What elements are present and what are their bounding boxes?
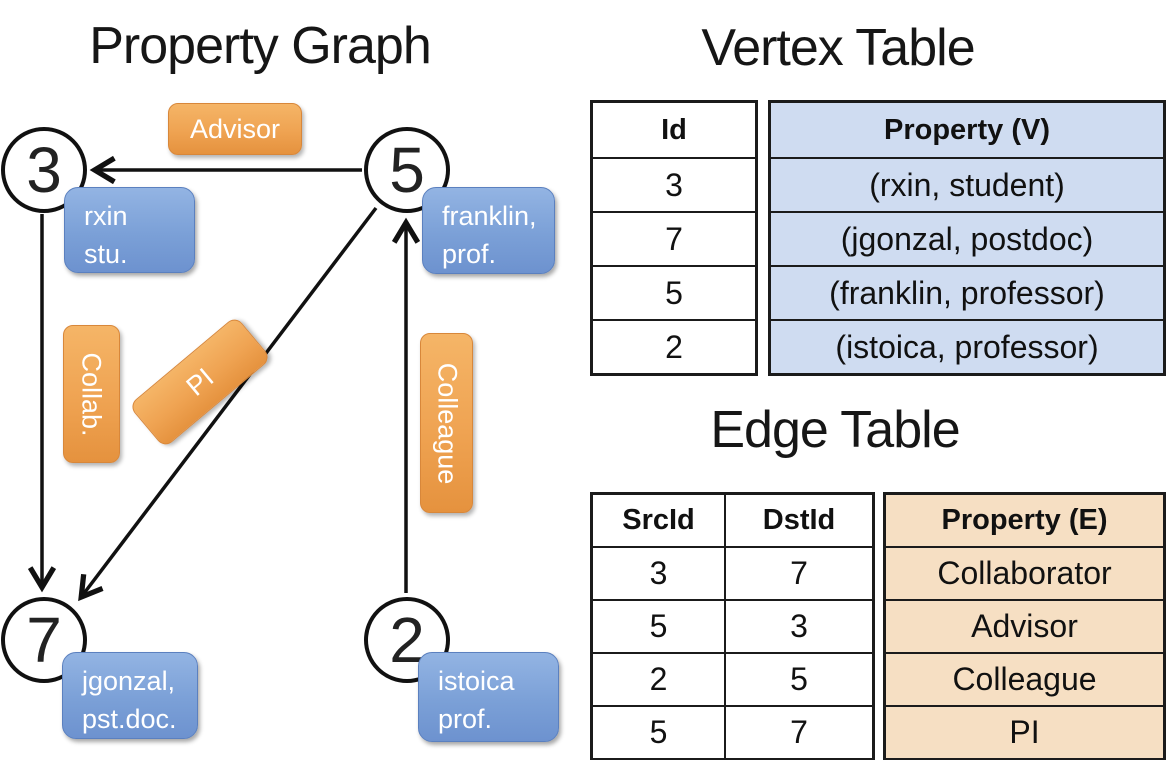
table-cell: Advisor — [886, 599, 1163, 652]
vertex-property-line: rxin — [84, 201, 128, 231]
vertex-property-line: jgonzal, — [82, 666, 176, 696]
table-cell: (franklin, professor) — [771, 265, 1163, 319]
edge-table-id-columns: SrcId DstId 3 7 5 3 2 5 5 7 — [590, 492, 875, 760]
column-header: SrcId — [622, 504, 695, 536]
table-cell: (istoica, professor) — [771, 319, 1163, 373]
edge-label-colleague: Colleague — [420, 333, 473, 513]
table-cell: 3 — [593, 546, 724, 599]
edge-label-collab: Collab. — [63, 325, 120, 463]
table-cell: PI — [886, 705, 1163, 758]
vertex-property-line: franklin, — [442, 201, 537, 231]
table-cell: 7 — [724, 705, 872, 758]
table-cell: Colleague — [886, 652, 1163, 705]
vertex-table-title: Vertex Table — [701, 19, 975, 77]
vertex-table-id-column: Id 3 7 5 2 — [590, 100, 758, 376]
vertex-id: 3 — [26, 134, 62, 206]
table-cell: 5 — [593, 599, 724, 652]
property-graph-title: Property Graph — [89, 17, 432, 75]
table-cell: 5 — [593, 705, 724, 758]
table-cell: 3 — [724, 599, 872, 652]
edge-label-pi: PI — [128, 315, 272, 449]
vertex-node-5: 5 — [364, 127, 450, 213]
table-cell: 5 — [724, 652, 872, 705]
vertex-table-property-column: Property (V) (rxin, student) (jgonzal, p… — [768, 100, 1166, 376]
edge-table-property-column: Property (E) Collaborator Advisor Collea… — [883, 492, 1166, 760]
table-cell: 2 — [593, 652, 724, 705]
vertex-table: Id 3 7 5 2 Property (V) (rxin, student) … — [590, 100, 1166, 376]
table-cell: 7 — [724, 546, 872, 599]
vertex-id: 7 — [26, 604, 62, 676]
column-header: Id — [661, 113, 687, 146]
table-cell: 3 — [593, 157, 755, 211]
table-cell: Collaborator — [886, 546, 1163, 599]
edge-table: SrcId DstId 3 7 5 3 2 5 5 7 Property (E)… — [590, 492, 1166, 760]
vertex-node-3: 3 — [1, 127, 87, 213]
table-cell: 5 — [593, 265, 755, 319]
edge-label-text: Advisor — [189, 113, 281, 144]
table-cell: (rxin, student) — [771, 157, 1163, 211]
table-cell: 7 — [593, 211, 755, 265]
vertex-property-line: stu. — [84, 239, 128, 269]
vertex-id: 5 — [389, 134, 425, 206]
edge-label-text: Colleague — [432, 362, 462, 484]
column-header: DstId — [724, 495, 872, 546]
column-header: Property (E) — [941, 504, 1108, 536]
vertex-property-line: prof. — [442, 239, 497, 269]
vertex-property-line: prof. — [438, 704, 493, 734]
edge-label-text: Collab. — [77, 351, 108, 437]
table-cell: 2 — [593, 319, 755, 373]
vertex-property-box-5: franklin, prof. — [422, 187, 555, 274]
vertex-property-box-7: jgonzal, pst.doc. — [62, 652, 198, 739]
vertex-property-box-2: istoica prof. — [418, 652, 559, 742]
edge-table-title: Edge Table — [710, 401, 960, 459]
edge-label-text: PI — [180, 361, 220, 402]
column-header: Property (V) — [884, 113, 1050, 146]
vertex-property-box-3: rxin stu. — [64, 187, 195, 273]
vertex-property-line: pst.doc. — [82, 704, 177, 734]
table-cell: (jgonzal, postdoc) — [771, 211, 1163, 265]
vertex-property-line: istoica — [438, 666, 515, 696]
edge-label-advisor: Advisor — [168, 103, 302, 155]
